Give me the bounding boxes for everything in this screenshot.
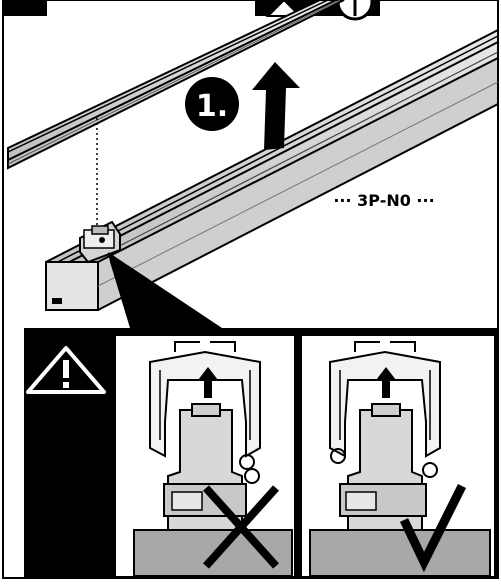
arrow-up-icon — [252, 62, 300, 150]
step-number: 1. — [196, 89, 228, 124]
adapter-device — [79, 220, 121, 264]
arrow-up-icon-right — [376, 367, 396, 398]
detail-panel — [24, 328, 498, 578]
panel-incorrect — [116, 336, 294, 577]
check-icon — [399, 483, 467, 573]
step-circle — [185, 77, 239, 131]
panel-correct — [302, 336, 494, 577]
warning-icon — [26, 346, 106, 394]
arrow-up-icon-left — [198, 367, 218, 398]
zoom-cone — [108, 252, 222, 328]
product-label: ··· 3P-N0 ··· — [333, 191, 434, 210]
top-badge-left — [3, 0, 47, 16]
step-badge: 1. — [185, 77, 239, 131]
lower-track-profile — [45, 28, 499, 311]
upper-track-rail — [7, 0, 345, 170]
cross-icon — [203, 485, 279, 569]
